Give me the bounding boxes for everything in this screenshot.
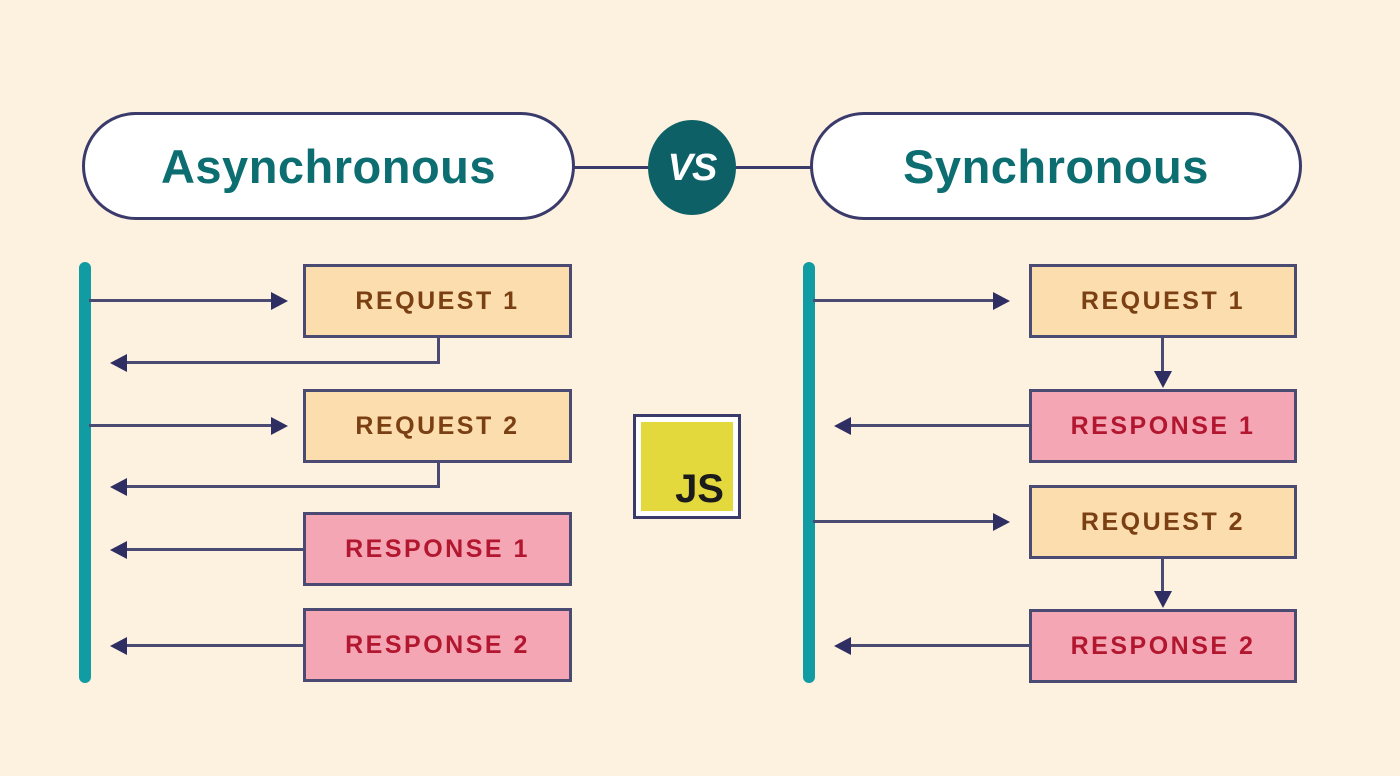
message-box-sync-response-2: RESPONSE 2 — [1029, 609, 1297, 683]
message-box-sync-response-1: RESPONSE 1 — [1029, 389, 1297, 463]
vs-badge-label: VS — [667, 146, 718, 189]
javascript-logo-icon: JS — [633, 414, 741, 519]
arrow-head-sync-request-1-icon — [993, 292, 1010, 310]
page-title-left: Asynchronous — [160, 139, 497, 193]
javascript-logo-square: JS — [641, 422, 733, 511]
arrow-head-async-return-2-icon — [110, 478, 127, 496]
arrow-head-async-response-1-icon — [110, 541, 127, 559]
return-line-vertical-async-1 — [437, 337, 440, 363]
arrow-line-sync-request-1 — [813, 299, 993, 302]
arrow-line-async-response-1 — [127, 548, 305, 551]
timeline-bar-synchronous — [803, 262, 815, 683]
message-label: REQUEST 1 — [1080, 286, 1246, 315]
message-label: RESPONSE 2 — [1070, 631, 1256, 660]
message-box-async-request-2: REQUEST 2 — [303, 389, 572, 463]
arrow-line-async-response-2 — [127, 644, 305, 647]
message-label: RESPONSE 1 — [345, 534, 530, 563]
arrow-head-sync-req1-to-resp1-icon — [1154, 371, 1172, 388]
timeline-bar-asynchronous — [79, 262, 91, 683]
arrow-line-sync-request-2 — [813, 520, 993, 523]
javascript-logo-label: JS — [675, 467, 724, 511]
message-label: REQUEST 2 — [355, 411, 520, 440]
message-label: RESPONSE 1 — [1070, 411, 1256, 440]
return-line-horizontal-async-1 — [127, 361, 440, 364]
arrow-head-sync-request-2-icon — [993, 513, 1010, 531]
message-box-sync-request-2: REQUEST 2 — [1029, 485, 1297, 559]
return-line-horizontal-async-2 — [127, 485, 440, 488]
arrow-head-sync-req2-to-resp2-icon — [1154, 591, 1172, 608]
vs-connector-right — [734, 166, 812, 169]
return-line-vertical-async-2 — [437, 462, 440, 487]
arrow-head-async-request-1-icon — [271, 292, 288, 310]
message-box-async-request-1: REQUEST 1 — [303, 264, 572, 338]
arrow-head-sync-response-1-icon — [834, 417, 851, 435]
message-label: REQUEST 2 — [1080, 507, 1246, 536]
arrow-head-async-request-2-icon — [271, 417, 288, 435]
message-box-async-response-2: RESPONSE 2 — [303, 608, 572, 682]
arrow-head-sync-response-2-icon — [834, 637, 851, 655]
arrow-line-sync-req2-to-resp2 — [1161, 559, 1164, 592]
arrow-line-async-request-1 — [89, 299, 271, 302]
vs-connector-left — [574, 166, 650, 169]
message-label: REQUEST 1 — [355, 286, 520, 315]
arrow-line-async-request-2 — [89, 424, 271, 427]
arrow-line-sync-response-2 — [851, 644, 1031, 647]
title-pill-synchronous: Synchronous — [810, 112, 1302, 220]
message-box-async-response-1: RESPONSE 1 — [303, 512, 572, 586]
arrow-line-sync-response-1 — [851, 424, 1031, 427]
title-pill-asynchronous: Asynchronous — [82, 112, 575, 220]
arrow-head-async-response-2-icon — [110, 637, 127, 655]
message-label: RESPONSE 2 — [345, 630, 530, 659]
vs-badge: VS — [648, 120, 736, 215]
message-box-sync-request-1: REQUEST 1 — [1029, 264, 1297, 338]
arrow-head-async-return-1-icon — [110, 354, 127, 372]
page-title-right: Synchronous — [903, 139, 1209, 193]
arrow-line-sync-req1-to-resp1 — [1161, 337, 1164, 372]
